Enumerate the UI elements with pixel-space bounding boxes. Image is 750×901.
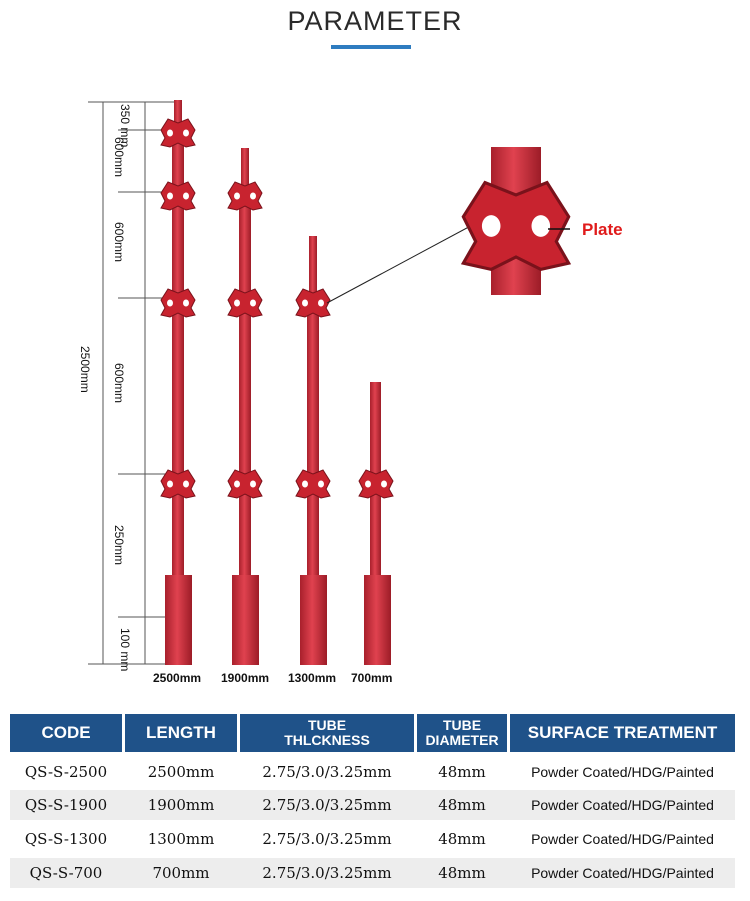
col-header-tube-diameter-line1: TUBE bbox=[442, 717, 482, 733]
cell-thickness: 2.75/3.0/3.25mm bbox=[262, 864, 392, 882]
cell-thickness: 2.75/3.0/3.25mm bbox=[262, 763, 392, 781]
post-label-700: 700mm bbox=[351, 671, 393, 685]
plate-callout-label: Plate bbox=[582, 220, 623, 239]
plate-zoom-detail bbox=[461, 147, 571, 295]
cell-length: 1300mm bbox=[147, 830, 215, 848]
dim-label-250: 250mm bbox=[112, 525, 126, 566]
cell-length: 2500mm bbox=[147, 763, 215, 781]
cell-surface: Powder Coated/HDG/Painted bbox=[531, 865, 714, 881]
col-header-tube-thickness-line1: TUBE bbox=[307, 717, 347, 733]
cell-length: 700mm bbox=[152, 864, 210, 882]
post-label-2500: 2500mm bbox=[153, 671, 202, 685]
post-1300 bbox=[295, 236, 331, 665]
col-header-tube-diameter: TUBE DIAMETER bbox=[417, 714, 507, 752]
post-2500 bbox=[160, 100, 196, 665]
cell-diameter: 48mm bbox=[438, 796, 486, 814]
table-row: QS-S-700 700mm 2.75/3.0/3.25mm 48mm Powd… bbox=[10, 858, 735, 888]
dim-label-100: 100 mm bbox=[118, 628, 132, 672]
cell-surface: Powder Coated/HDG/Painted bbox=[531, 797, 714, 813]
post-1900 bbox=[227, 148, 263, 665]
cell-code: QS-S-1900 bbox=[24, 796, 108, 814]
dim-label-total: 2500mm bbox=[78, 346, 92, 393]
cell-thickness: 2.75/3.0/3.25mm bbox=[262, 830, 392, 848]
page-title: PARAMETER bbox=[287, 6, 463, 36]
cell-diameter: 48mm bbox=[438, 763, 486, 781]
cell-diameter: 48mm bbox=[438, 830, 486, 848]
cell-thickness: 2.75/3.0/3.25mm bbox=[262, 796, 392, 814]
table-row: QS-S-2500 2500mm 2.75/3.0/3.25mm 48mm Po… bbox=[10, 757, 735, 787]
cell-surface: Powder Coated/HDG/Painted bbox=[531, 831, 714, 847]
col-header-surface-treatment: SURFACE TREATMENT bbox=[510, 714, 735, 752]
title-underline bbox=[331, 45, 411, 49]
col-header-tube-thickness-line2: THLCKNESS bbox=[284, 732, 370, 748]
table-row: QS-S-1900 1900mm 2.75/3.0/3.25mm 48mm Po… bbox=[10, 790, 735, 820]
table-row: QS-S-1300 1300mm 2.75/3.0/3.25mm 48mm Po… bbox=[10, 824, 735, 854]
callout-line bbox=[326, 221, 479, 304]
post-label-1900: 1900mm bbox=[221, 671, 270, 685]
scaffold-post-diagram bbox=[88, 100, 571, 665]
col-header-code: CODE bbox=[10, 714, 122, 752]
dim-label-600-low: 600mm bbox=[112, 363, 126, 404]
cell-length: 1900mm bbox=[147, 796, 215, 814]
cell-code: QS-S-2500 bbox=[24, 763, 108, 781]
cell-code: QS-S-700 bbox=[29, 864, 103, 882]
dimension-lines bbox=[88, 101, 176, 665]
post-700 bbox=[358, 382, 394, 665]
cell-code: QS-S-1300 bbox=[24, 830, 108, 848]
cell-diameter: 48mm bbox=[438, 864, 486, 882]
cell-surface: Powder Coated/HDG/Painted bbox=[531, 764, 714, 780]
dim-label-600-mid: 600mm bbox=[112, 222, 126, 263]
col-header-tube-thickness: TUBE THLCKNESS bbox=[240, 714, 414, 752]
dim-label-600-top: 600mm bbox=[112, 137, 126, 178]
post-label-1300: 1300mm bbox=[288, 671, 337, 685]
col-header-length: LENGTH bbox=[125, 714, 237, 752]
col-header-tube-diameter-line2: DIAMETER bbox=[425, 732, 499, 748]
